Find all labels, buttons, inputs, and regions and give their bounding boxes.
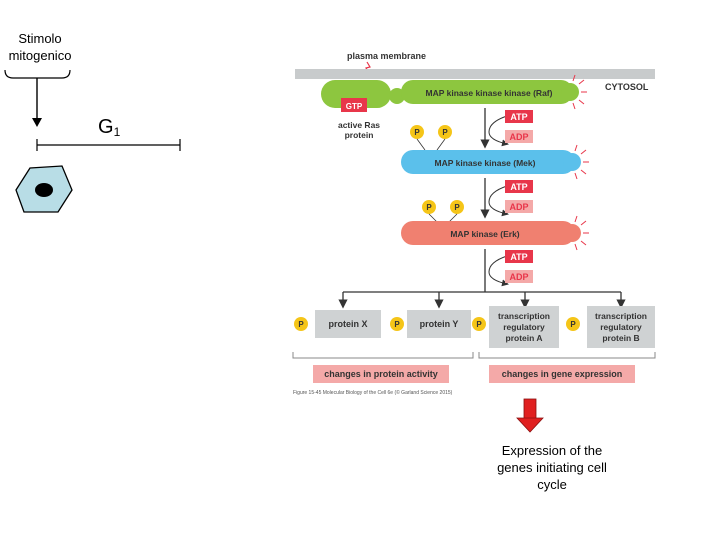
- result-line-2: genes initiating cell: [497, 460, 607, 475]
- tf-b-box: [587, 306, 655, 348]
- mek-kinase: [401, 150, 575, 174]
- erk-kinase: [401, 221, 575, 245]
- mek-active-site: [563, 153, 581, 171]
- raf-active-site: [561, 83, 579, 101]
- atp-label-3: ATP: [510, 252, 527, 262]
- erk-activity-burst: [574, 215, 589, 251]
- tf-a-line-2: regulatory: [503, 322, 545, 332]
- phosphate-link-3: [428, 213, 438, 223]
- changes-activity-box: [313, 365, 449, 383]
- g1-subscript: 1: [113, 125, 121, 139]
- phosphate-label-4: P: [454, 203, 460, 212]
- changes-expression-label: changes in gene expression: [502, 369, 623, 379]
- tf-a-box: [489, 306, 559, 348]
- phosphate-x: [294, 317, 308, 331]
- ras-label-line-1: active Ras: [338, 120, 380, 130]
- protein-x-label: protein X: [328, 319, 367, 329]
- adp-label-1: ADP: [509, 132, 528, 142]
- raf-label: MAP kinase kinase kinase (Raf): [426, 88, 553, 98]
- stimulus-arrowhead: [32, 118, 42, 127]
- phosphate-x-label: P: [298, 320, 304, 329]
- plasma-membrane: [295, 69, 655, 79]
- result-text: Expression of the genes initiating cell …: [482, 442, 622, 493]
- phosphate-1: [410, 125, 424, 139]
- phosphate-y: [390, 317, 404, 331]
- ras-label-line-2: protein: [345, 130, 374, 140]
- phosphate-label-1: P: [414, 128, 420, 137]
- stimulus-line-2: mitogenico: [8, 48, 72, 63]
- cell-cycle-sketch: [4, 69, 181, 213]
- atp-box-3: [505, 250, 533, 263]
- phosphate-a: [472, 317, 486, 331]
- plasma-membrane-label: plasma membrane: [347, 51, 426, 61]
- atp-hydrolysis-curve-3: [488, 255, 509, 287]
- atp-hydrolysis-curve-1: [488, 115, 509, 147]
- atp-label-2: ATP: [510, 182, 527, 192]
- down-arrow-icon: [516, 398, 544, 433]
- phosphate-label-3: P: [426, 203, 432, 212]
- changes-expression-box: [489, 365, 635, 383]
- stimulus-line-1: Stimolo: [18, 31, 62, 46]
- protein-y-box: [407, 310, 471, 338]
- g1-label: G1: [98, 116, 120, 139]
- phosphate-y-label: P: [394, 320, 400, 329]
- adp-box-3: [505, 270, 533, 283]
- phosphate-b: [566, 317, 580, 331]
- phosphate-a-label: P: [476, 320, 482, 329]
- gtp-label: GTP: [346, 102, 363, 111]
- cytosol-label: CYTOSOL: [605, 82, 649, 92]
- phosphate-4: [450, 200, 464, 214]
- changes-activity-label: changes in protein activity: [324, 369, 438, 379]
- tf-a-line-1: transcription: [498, 311, 550, 321]
- ras-protein: [321, 80, 391, 108]
- adp-label-3: ADP: [509, 272, 528, 282]
- phosphate-label-2: P: [442, 128, 448, 137]
- phosphate-2: [438, 125, 452, 139]
- atp-label-1: ATP: [510, 112, 527, 122]
- adp-label-2: ADP: [509, 202, 528, 212]
- result-line-1: Expression of the: [501, 443, 603, 458]
- tf-b-line-1: transcription: [595, 311, 647, 321]
- gtp-badge: [341, 98, 367, 112]
- erk-label: MAP kinase (Erk): [450, 229, 519, 239]
- map-kinase-cascade-figure: plasma membrane CYTOSOL GTP active Ras p…: [292, 51, 656, 396]
- tf-b-line-3: protein B: [602, 333, 639, 343]
- phosphate-link-2: [436, 138, 446, 151]
- phosphate-link-1: [416, 138, 426, 151]
- result-line-3: cycle: [537, 477, 567, 492]
- atp-box-2: [505, 180, 533, 193]
- phosphate-b-label: P: [570, 320, 576, 329]
- tf-a-line-3: protein A: [506, 333, 543, 343]
- stimulus-bracket: [4, 69, 71, 79]
- raf-kinase: [401, 80, 573, 104]
- expression-bracket: [478, 352, 656, 359]
- adp-box-1: [505, 130, 533, 143]
- atp-box-1: [505, 110, 533, 123]
- mek-label: MAP kinase kinase (Mek): [435, 158, 536, 168]
- tf-b-line-2: regulatory: [600, 322, 642, 332]
- stimulus-label: Stimolo mitogenico: [0, 30, 80, 64]
- phosphate-3: [422, 200, 436, 214]
- figure-caption: Figure 15-45 Molecular Biology of the Ce…: [293, 389, 453, 396]
- atp-hydrolysis-curve-2: [488, 185, 509, 217]
- mek-activity-burst: [574, 144, 589, 180]
- erk-active-site: [563, 224, 581, 242]
- phosphate-link-4: [448, 213, 458, 223]
- protein-y-label: protein Y: [420, 319, 459, 329]
- cell-nucleus: [35, 183, 53, 197]
- protein-x-box: [315, 310, 381, 338]
- g1-letter: G: [98, 116, 114, 138]
- activity-bracket: [292, 352, 474, 359]
- raf-activity-burst: [572, 74, 587, 110]
- adp-box-2: [505, 200, 533, 213]
